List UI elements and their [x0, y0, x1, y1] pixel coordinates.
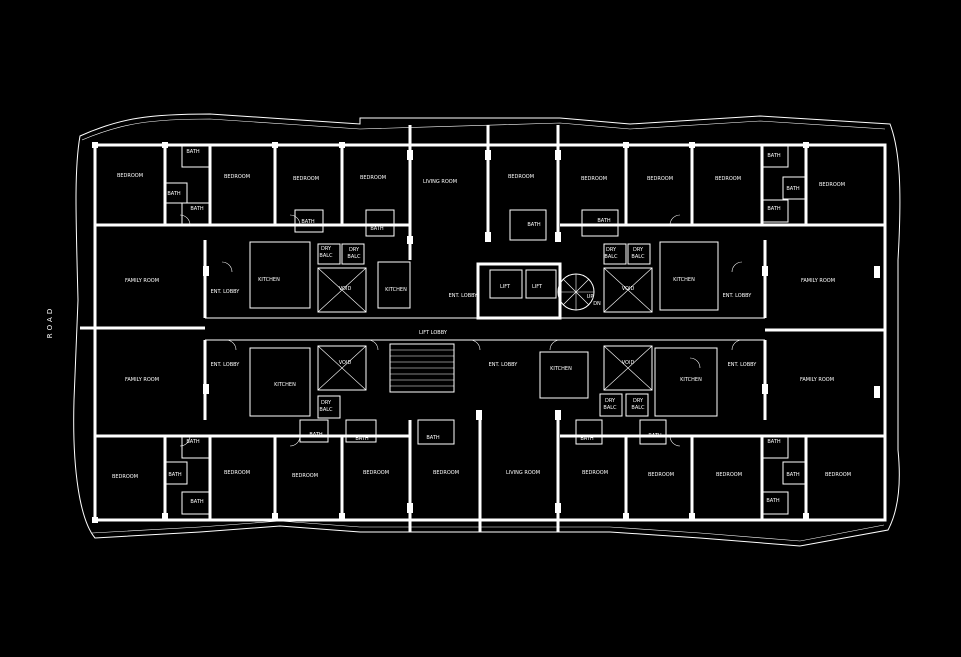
label-kitchen-5: KITCHEN: [550, 366, 572, 372]
label-family-room-2: FAMILY ROOM: [801, 278, 835, 284]
label-bedroom-13: BEDROOM: [363, 470, 389, 476]
label-bedroom-17: BEDROOM: [716, 472, 742, 478]
label-bedroom-8: BEDROOM: [715, 176, 741, 182]
label-kitchen-6: KITCHEN: [680, 377, 702, 383]
door-swings: [179, 214, 743, 447]
label-bath-9: BATH: [786, 186, 800, 192]
label-balc-4: BALC: [631, 254, 645, 260]
columns: [92, 142, 880, 523]
label-family-room-3: FAMILY ROOM: [125, 377, 159, 383]
label-bedroom-12: BEDROOM: [292, 473, 318, 479]
structural-walls: [80, 125, 887, 532]
label-bedroom-5: BEDROOM: [508, 174, 534, 180]
label-family-room-1: FAMILY ROOM: [125, 278, 159, 284]
label-dry-3: DRY: [606, 247, 617, 253]
label-kitchen-2: KITCHEN: [385, 287, 407, 293]
label-void-2: VOID: [622, 286, 635, 292]
label-bath-17: BATH: [168, 472, 182, 478]
label-bedroom-4: BEDROOM: [360, 175, 386, 181]
label-bath-16: BATH: [186, 439, 200, 445]
label-dry-2: DRY: [349, 247, 360, 253]
building-core: [317, 262, 653, 393]
label-bath-3: BATH: [190, 206, 204, 212]
label-bedroom-15: BEDROOM: [582, 470, 608, 476]
label-bath-7: BATH: [597, 218, 611, 224]
label-bath-19: BATH: [767, 439, 781, 445]
label-dry-6: DRY: [605, 398, 616, 404]
label-dry-4: DRY: [633, 247, 644, 253]
label-bath-21: BATH: [766, 498, 780, 504]
label-bath-20: BATH: [786, 472, 800, 478]
label-family-room-4: FAMILY ROOM: [800, 377, 834, 383]
label-bedroom-16: BEDROOM: [648, 472, 674, 478]
label-void-1: VOID: [339, 286, 352, 292]
label-bath-4: BATH: [301, 219, 315, 225]
label-dn: DN: [593, 301, 601, 307]
label-bedroom-11: BEDROOM: [224, 470, 250, 476]
label-balc-6: BALC: [603, 405, 617, 411]
label-bedroom-6: BEDROOM: [581, 176, 607, 182]
label-ent-lobby-6: ENT. LOBBY: [728, 362, 758, 368]
label-living-room-2: LIVING ROOM: [506, 470, 540, 476]
label-ent-lobby-5: ENT. LOBBY: [489, 362, 519, 368]
label-bath-14: BATH: [580, 436, 594, 442]
label-bath-18: BATH: [190, 499, 204, 505]
label-bedroom-2: BEDROOM: [224, 174, 250, 180]
label-dry-5: DRY: [321, 400, 332, 406]
road-text: ROAD: [46, 306, 54, 338]
label-void-3: VOID: [339, 360, 352, 366]
label-bedroom-3: BEDROOM: [293, 176, 319, 182]
label-lift-2: LIFT: [532, 284, 543, 290]
label-bedroom-7: BEDROOM: [647, 176, 673, 182]
label-bath-15: BATH: [648, 433, 662, 439]
label-ent-lobby-1: ENT. LOBBY: [211, 289, 241, 295]
label-balc-5: BALC: [319, 407, 333, 413]
label-ent-lobby-3: ENT. LOBBY: [723, 293, 753, 299]
label-kitchen-4: KITCHEN: [274, 382, 296, 388]
label-bedroom-9: BEDROOM: [819, 182, 845, 188]
label-bath-8: BATH: [767, 153, 781, 159]
label-bath-2: BATH: [167, 191, 181, 197]
label-bedroom-18: BEDROOM: [825, 472, 851, 478]
label-bath-13: BATH: [426, 435, 440, 441]
label-dry-1: DRY: [321, 246, 332, 252]
label-balc-2: BALC: [347, 254, 361, 260]
label-up: UP: [587, 294, 594, 300]
label-bath-12: BATH: [355, 436, 369, 442]
label-bedroom-10: BEDROOM: [112, 474, 138, 480]
label-ent-lobby-2: ENT. LOBBY: [449, 293, 479, 299]
label-balc-1: BALC: [319, 253, 333, 259]
label-kitchen-3: KITCHEN: [673, 277, 695, 283]
label-bath-5: BATH: [370, 226, 384, 232]
outer-envelope: [73, 113, 901, 547]
label-bath-6: BATH: [527, 222, 541, 228]
label-lift-lobby: LIFT LOBBY: [419, 330, 448, 336]
label-kitchen-1: KITCHEN: [258, 277, 280, 283]
label-living-room-1: LIVING ROOM: [423, 179, 457, 185]
label-bedroom-1: BEDROOM: [117, 173, 143, 179]
label-dry-7: DRY: [633, 398, 644, 404]
label-void-4: VOID: [622, 360, 635, 366]
label-bedroom-14: BEDROOM: [433, 470, 459, 476]
label-ent-lobby-4: ENT. LOBBY: [211, 362, 241, 368]
room-labels: BEDROOM BEDROOM BEDROOM BEDROOM LIVING R…: [112, 149, 851, 505]
label-balc-7: BALC: [631, 405, 645, 411]
label-bath-10: BATH: [767, 206, 781, 212]
road-label: ROAD: [46, 306, 54, 338]
label-bath-1: BATH: [186, 149, 200, 155]
bath-blocks: [164, 144, 807, 515]
label-bath-11: BATH: [309, 432, 323, 438]
label-balc-3: BALC: [604, 254, 618, 260]
label-lift-1: LIFT: [500, 284, 511, 290]
